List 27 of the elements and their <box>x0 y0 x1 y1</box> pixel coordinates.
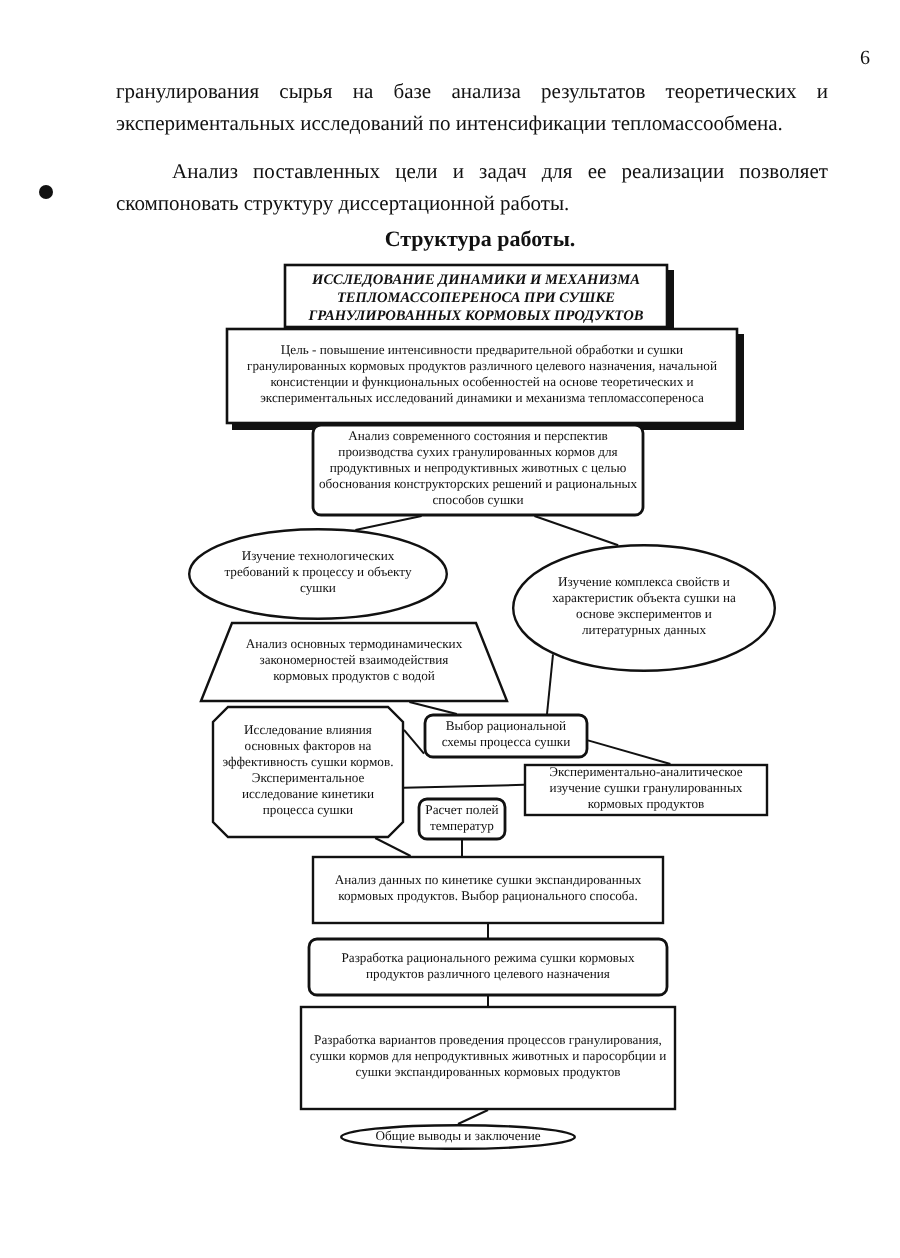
connector-line <box>487 923 489 939</box>
process-box <box>524 764 768 816</box>
connector-line <box>354 515 423 531</box>
connector-line <box>403 728 425 755</box>
page-number: 6 <box>860 48 872 70</box>
section-heading: Структура работы. <box>382 228 578 252</box>
connector-line <box>457 1109 489 1125</box>
process-trapezoid <box>200 622 508 702</box>
connector-line <box>533 515 620 547</box>
connector-line <box>461 839 463 857</box>
process-box <box>308 938 668 996</box>
connector-line <box>487 995 489 1007</box>
connector-line <box>374 837 412 857</box>
goal-box <box>226 328 738 424</box>
body-paragraph: гранулирования сырья на базе анализа результатов теоретических и экспериментальных исследований по интенсификации тепломассообмена. <box>116 80 828 140</box>
body-paragraph: Анализ поставленных цели и задач для ее реализации позволяет скомпоновать структуру диссертационной работы. <box>116 160 828 220</box>
connector-line <box>587 739 672 765</box>
connector-line <box>403 783 525 789</box>
process-box <box>312 856 664 924</box>
connector-line <box>546 653 554 715</box>
connector-line <box>408 701 458 715</box>
process-ellipse <box>188 528 448 620</box>
process-box <box>300 1006 676 1110</box>
process-box <box>424 714 588 758</box>
process-ellipse <box>512 544 776 672</box>
terminal-ellipse <box>340 1124 576 1150</box>
title-box <box>284 264 668 328</box>
